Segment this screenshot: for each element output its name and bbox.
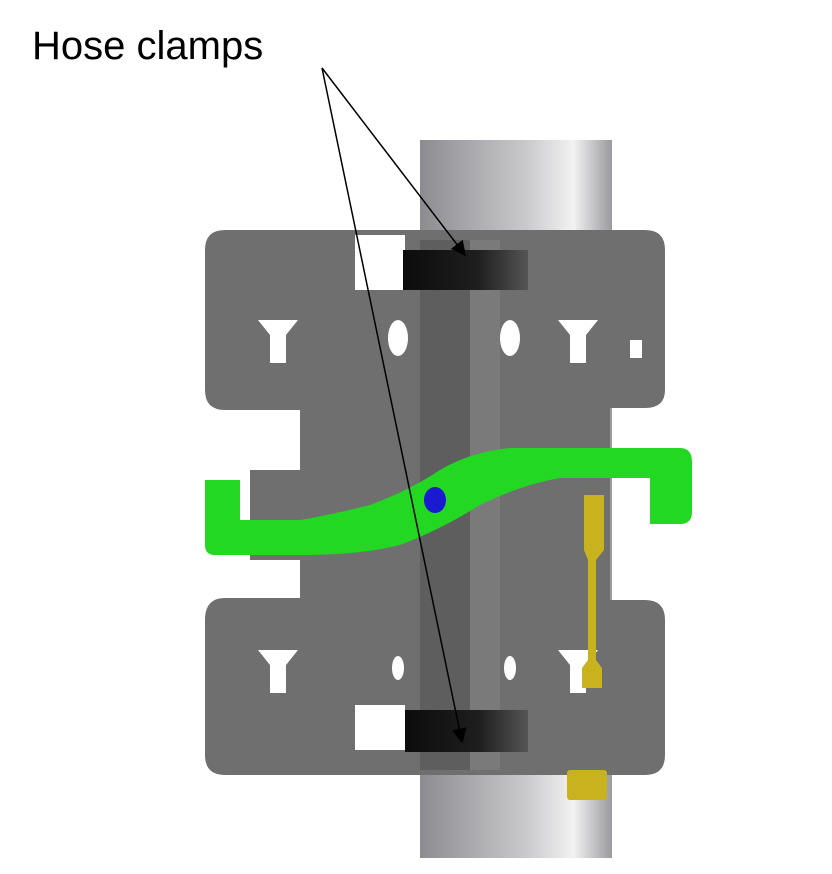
latch bbox=[567, 495, 607, 800]
keyhole-slot-icons bbox=[258, 320, 598, 693]
lever-pin bbox=[424, 487, 446, 513]
locking-lever bbox=[205, 448, 692, 555]
hose-clamp-bottom bbox=[405, 710, 528, 752]
hose-clamp-top bbox=[403, 250, 528, 290]
callout-arrow-bottom bbox=[321, 67, 467, 744]
hose-clamps-label: Hose clamps bbox=[32, 24, 264, 68]
callout-arrow-top bbox=[321, 67, 466, 257]
